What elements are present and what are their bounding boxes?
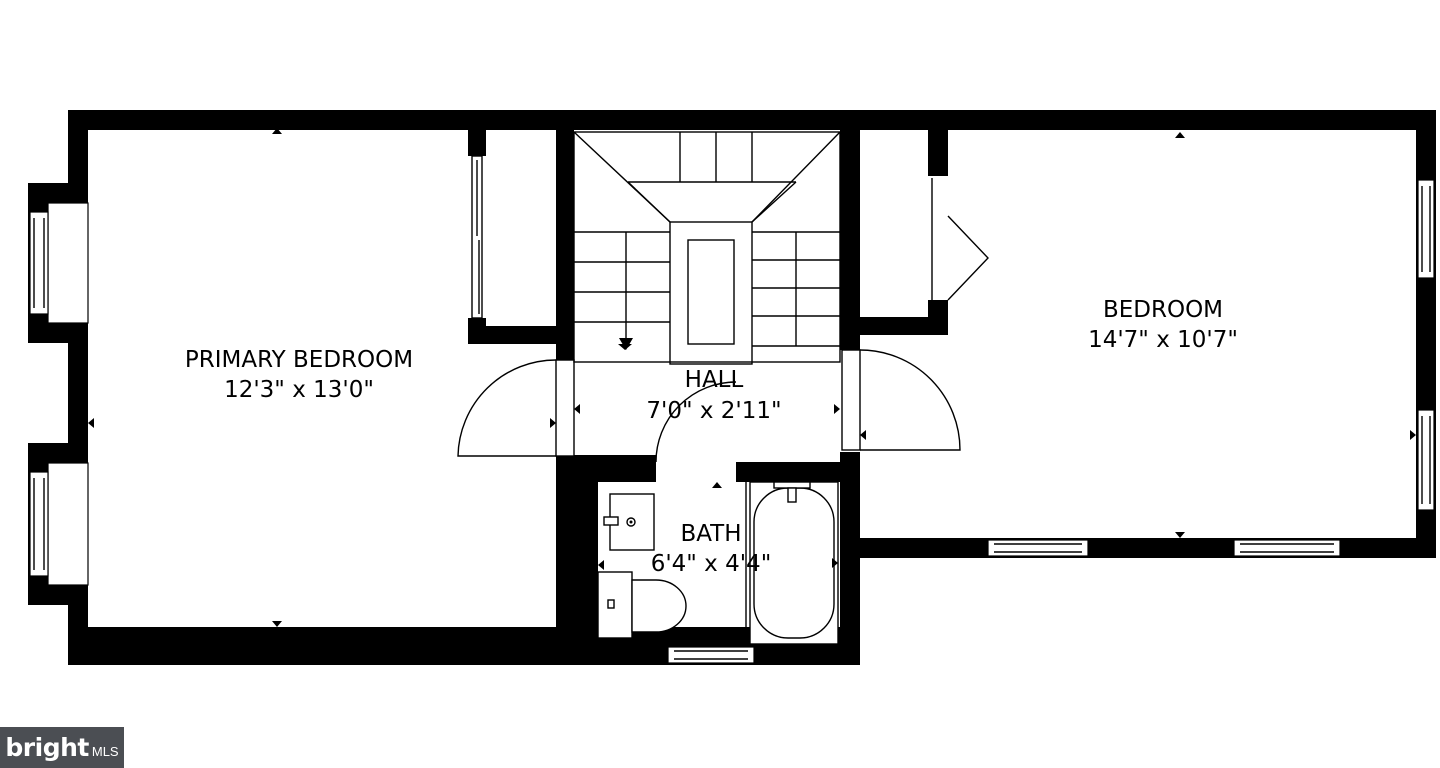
- logo-suffix-text: MLS: [91, 744, 119, 759]
- bedroom-dims: 14'7" x 10'7": [1088, 327, 1238, 353]
- stairs: [573, 131, 841, 365]
- primary-bedroom-dims: 12'3" x 13'0": [224, 377, 374, 403]
- logo-brand-text: bright: [5, 733, 89, 762]
- bath-name: BATH: [680, 521, 741, 547]
- windows: [29, 179, 1435, 664]
- bright-mls-logo: bright MLS: [0, 727, 124, 768]
- bath-dims: 6'4" x 4'4": [651, 551, 772, 577]
- dimension-ticks: [88, 128, 1416, 645]
- bedroom-name: BEDROOM: [1103, 297, 1223, 323]
- hall-dims: 7'0" x 2'11": [646, 398, 781, 424]
- doors: [457, 155, 989, 463]
- hall-name: HALL: [685, 367, 744, 393]
- primary-bedroom-name: PRIMARY BEDROOM: [185, 347, 413, 373]
- room-labels: PRIMARY BEDROOM 12'3" x 13'0" BEDROOM 14…: [185, 297, 1238, 577]
- bath-fixtures: [597, 481, 839, 645]
